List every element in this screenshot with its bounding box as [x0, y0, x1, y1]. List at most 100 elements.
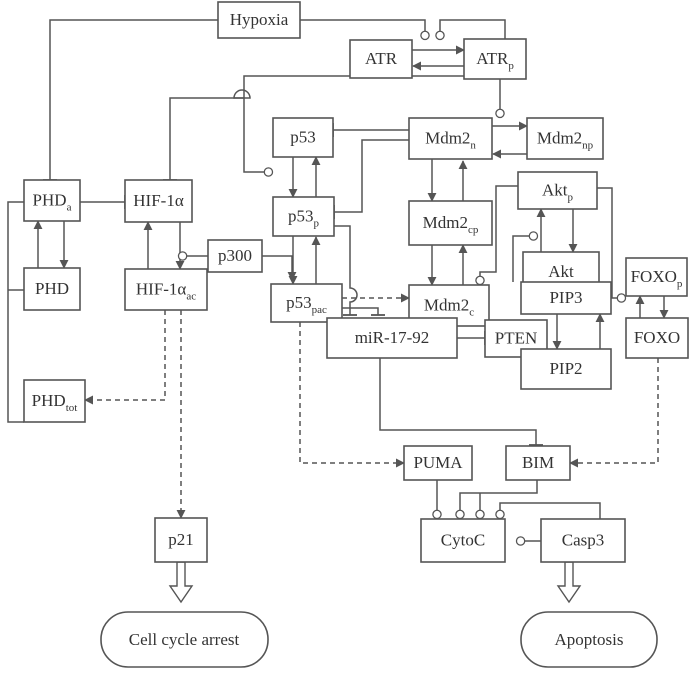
node-aktp-sub: p — [568, 192, 574, 204]
node-mdm2cp-main: Mdm2 — [423, 213, 468, 232]
edge-atrp-self — [435, 19, 506, 41]
node-aktp: Aktp — [517, 171, 598, 210]
node-casp3-main: Casp3 — [562, 531, 605, 550]
node-hypoxia: Hypoxia — [217, 1, 301, 39]
outcome-cell-cycle-arrest-label: Cell cycle arrest — [129, 630, 240, 649]
node-hif1aac-sub: ac — [186, 291, 196, 303]
node-phd: PHD — [23, 267, 81, 311]
node-puma-label: PUMA — [413, 453, 463, 472]
node-mdm2c-label: Mdm2c — [424, 296, 474, 319]
node-foxop: FOXOp — [625, 257, 688, 297]
node-p53pac-main: p53 — [286, 293, 312, 312]
node-mdm2np: Mdm2np — [526, 117, 604, 160]
node-atrp: ATRp — [463, 38, 527, 80]
node-atr-label: ATR — [365, 49, 398, 68]
edge-atrp-hif1a-hop — [233, 89, 251, 99]
node-mdm2c-main: Mdm2 — [424, 296, 469, 315]
node-cytoc-label: CytoC — [441, 531, 485, 550]
node-p53p-main: p53 — [288, 207, 314, 226]
node-hif1a-main: HIF-1α — [133, 191, 184, 210]
node-phdtot-label: PHDtot — [32, 391, 78, 414]
node-puma-main: PUMA — [413, 453, 463, 472]
edge-p53p-mir — [334, 225, 358, 316]
node-p300: p300 — [207, 239, 263, 273]
node-pip2-label: PIP2 — [549, 359, 582, 378]
node-bim-label: BIM — [522, 453, 554, 472]
edge-mir-bim — [379, 358, 543, 446]
edge-phd-bracket — [7, 201, 24, 423]
node-mdm2c-sub: c — [469, 307, 474, 319]
node-atrp-sub: p — [508, 60, 514, 72]
node-mir-main: miR-17-92 — [355, 328, 430, 347]
node-cytoc-main: CytoC — [441, 531, 485, 550]
edge-hypoxia-atrp — [300, 19, 430, 41]
edge-p21-arrest — [168, 561, 194, 604]
edge-p53pac-puma — [299, 322, 405, 468]
edge-aktp-foxo — [597, 187, 627, 303]
node-pten-label: PTEN — [495, 329, 538, 348]
node-phd-label: PHD — [35, 279, 69, 298]
edge-casp3-apoptosis — [556, 561, 582, 604]
node-p53pac-label: p53pac — [286, 293, 327, 316]
node-pip3: PIP3 — [520, 281, 612, 315]
node-mdm2n-main: Mdm2 — [425, 129, 470, 148]
node-phda: PHDa — [23, 179, 81, 222]
node-pten-main: PTEN — [495, 329, 538, 348]
node-pip2: PIP2 — [520, 348, 612, 390]
node-phda-main: PHD — [33, 191, 67, 210]
node-p300-main: p300 — [218, 246, 252, 265]
node-mir-label: miR-17-92 — [355, 328, 430, 347]
node-mdm2cp: Mdm2cp — [408, 200, 493, 246]
node-phda-sub: a — [67, 202, 72, 214]
node-cytoc: CytoC — [420, 518, 506, 563]
node-foxop-main: FOXO — [631, 267, 677, 286]
node-pip3-main: PIP3 — [549, 288, 582, 307]
node-casp3: Casp3 — [540, 518, 626, 563]
node-phda-label: PHDa — [33, 191, 72, 214]
edge-atrp-hif1a — [163, 97, 244, 181]
node-foxo-main: FOXO — [634, 328, 680, 347]
edge-foxo-bim — [569, 358, 659, 468]
node-phdtot-sub: tot — [66, 402, 78, 414]
node-foxop-sub: p — [677, 278, 683, 290]
node-aktp-main: Akt — [542, 181, 568, 200]
edge-pip3-akt — [512, 231, 539, 282]
node-foxo: FOXO — [625, 317, 689, 359]
node-p21-label: p21 — [168, 530, 194, 549]
node-p21-main: p21 — [168, 530, 194, 549]
node-mdm2np-label: Mdm2np — [537, 129, 594, 152]
node-hif1aac-label: HIF-1αac — [136, 280, 196, 303]
outcome-apoptosis-label: Apoptosis — [555, 630, 624, 649]
node-casp3-label: Casp3 — [562, 531, 605, 550]
node-foxo-label: FOXO — [634, 328, 680, 347]
edges — [7, 19, 669, 604]
node-p300-label: p300 — [218, 246, 252, 265]
node-hypoxia-main: Hypoxia — [230, 10, 289, 29]
node-phdtot-main: PHD — [32, 391, 66, 410]
node-puma: PUMA — [403, 445, 473, 481]
node-p53-main: p53 — [290, 128, 316, 147]
edge-hypoxia-phda — [43, 19, 218, 181]
node-atr: ATR — [349, 39, 413, 79]
node-akt-main: Akt — [548, 262, 574, 281]
node-p53p: p53p — [272, 196, 335, 237]
node-p53p-label: p53p — [288, 207, 320, 230]
node-hif1aac-main: HIF-1α — [136, 280, 187, 299]
node-mdm2n: Mdm2n — [408, 117, 493, 160]
node-pten: PTEN — [484, 319, 548, 358]
node-akt-label: Akt — [548, 262, 574, 281]
edge-hif1aac-phdtot — [84, 310, 166, 405]
node-phdtot: PHDtot — [23, 379, 86, 423]
edge-mdm2n-p53p — [333, 139, 409, 219]
node-pip3-label: PIP3 — [549, 288, 582, 307]
node-foxop-label: FOXOp — [631, 267, 683, 290]
outcome-apoptosis: Apoptosis — [520, 611, 658, 668]
node-p53: p53 — [272, 117, 334, 158]
edge-aktp-mdm2c — [475, 185, 518, 286]
node-p53pac: p53pac — [270, 283, 343, 323]
node-bim: BIM — [505, 445, 571, 481]
node-aktp-label: Aktp — [542, 181, 574, 204]
node-p53pac-sub: pac — [312, 304, 327, 316]
edge-p300-p53pac — [262, 255, 297, 281]
node-mdm2np-main: Mdm2 — [537, 129, 582, 148]
